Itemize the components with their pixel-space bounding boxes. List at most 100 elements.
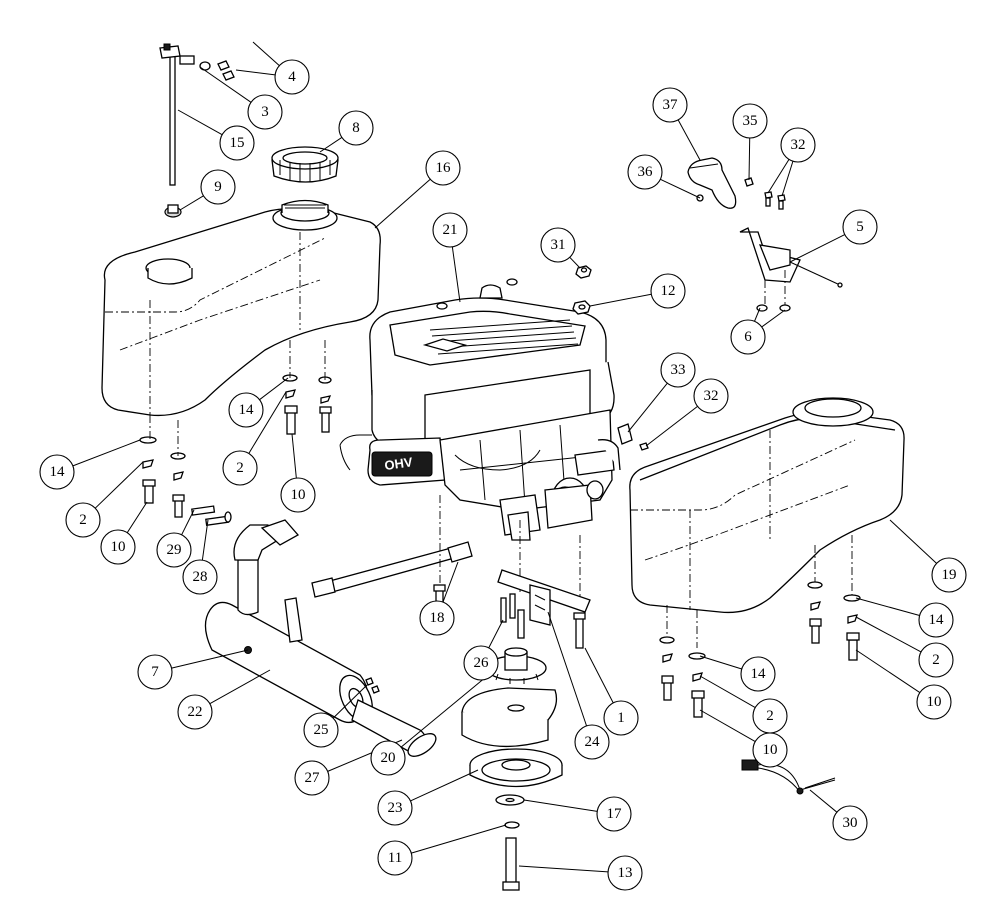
callout-label: 9 — [214, 179, 222, 195]
callout-27: 27 — [294, 760, 330, 796]
callout-circle — [370, 740, 406, 776]
callout-2: 2 — [65, 502, 101, 538]
callout-label: 10 — [927, 694, 942, 710]
callout-circle — [916, 684, 952, 720]
callout-leader-32 — [645, 405, 698, 447]
callout-leader-12 — [589, 293, 652, 307]
callout-9: 9 — [200, 169, 236, 205]
callout-circle — [39, 454, 75, 490]
callout-leader-5 — [789, 234, 846, 263]
callout-circle — [182, 559, 218, 595]
callout-circle — [607, 855, 643, 891]
callout-circle — [540, 227, 576, 263]
callout-10: 10 — [280, 477, 316, 513]
callout-leader-10 — [126, 501, 148, 533]
callout-leader-23 — [410, 769, 479, 802]
callout-leader-14 — [259, 377, 289, 401]
callout-circle — [596, 796, 632, 832]
callout-16: 16 — [425, 150, 461, 186]
callout-leader-32 — [767, 159, 790, 194]
engine-hardware — [572, 265, 592, 315]
callout-label: 2 — [932, 652, 940, 668]
callout-leader-33 — [627, 382, 668, 433]
fuel-cap — [271, 146, 339, 183]
callout-circle — [280, 477, 316, 513]
callout-leader-6 — [761, 309, 786, 328]
callout-label: 21 — [443, 222, 458, 238]
callout-leader-14 — [699, 655, 742, 670]
callout-label: 26 — [474, 655, 490, 671]
callout-14: 14 — [740, 656, 776, 692]
callout-30: 30 — [832, 805, 868, 841]
callout-circle — [693, 378, 729, 414]
callout-37: 37 — [652, 87, 688, 123]
callout-leader-10 — [855, 649, 921, 693]
callout-leader-8 — [319, 137, 343, 153]
callout-circle — [740, 656, 776, 692]
callout-leader-7 — [171, 649, 249, 669]
callout-leader-2 — [248, 391, 287, 454]
callout-label: 15 — [230, 135, 245, 151]
left-tank-hardware — [139, 340, 332, 518]
callout-22: 22 — [177, 694, 213, 730]
callout-label: 14 — [239, 402, 255, 418]
callout-circle — [137, 654, 173, 690]
callout-6: 6 — [730, 319, 766, 355]
callout-circle — [660, 352, 696, 388]
callout-32: 32 — [780, 127, 816, 163]
callout-label: 37 — [663, 97, 679, 113]
callout-28: 28 — [182, 559, 218, 595]
callout-33: 33 — [660, 352, 696, 388]
callout-leader-13 — [518, 865, 609, 873]
callout-21: 21 — [432, 212, 468, 248]
callout-circle — [274, 59, 310, 95]
callout-circle — [156, 532, 192, 568]
callout-circle — [338, 110, 374, 146]
callout-14: 14 — [918, 602, 954, 638]
callout-circle — [603, 700, 639, 736]
callout-5: 5 — [842, 209, 878, 245]
callout-circle — [222, 450, 258, 486]
callout-leader-9 — [179, 195, 204, 211]
callout-label: 18 — [430, 610, 445, 626]
callout-circle — [419, 600, 455, 636]
callout-leader-16 — [374, 178, 431, 229]
callout-label: 32 — [704, 388, 719, 404]
callout-label: 35 — [743, 113, 758, 129]
callout-circle — [730, 319, 766, 355]
right-fuel-tank — [629, 397, 905, 614]
callout-leader-18 — [442, 561, 459, 603]
callout-label: 29 — [167, 542, 182, 558]
callout-32: 32 — [693, 378, 729, 414]
engine: OHV — [339, 278, 621, 541]
callout-leader-28 — [201, 519, 209, 561]
callout-leader-2 — [94, 461, 144, 509]
callout-circle — [200, 169, 236, 205]
callout-15: 15 — [219, 125, 255, 161]
callout-label: 11 — [388, 850, 402, 866]
callout-4: 4 — [274, 59, 310, 95]
callout-label: 5 — [856, 219, 864, 235]
callout-label: 2 — [236, 460, 244, 476]
callout-circle — [918, 642, 954, 678]
callout-leader-31 — [569, 256, 581, 269]
callout-26: 26 — [463, 645, 499, 681]
callout-circle — [832, 805, 868, 841]
callout-circle — [303, 712, 339, 748]
callout-leader-25 — [332, 684, 368, 719]
callout-circle — [377, 790, 413, 826]
callout-18: 18 — [419, 600, 455, 636]
callout-circle — [780, 127, 816, 163]
callout-leader-24 — [547, 611, 588, 727]
callout-label: 16 — [436, 160, 452, 176]
callout-circle — [432, 212, 468, 248]
callout-circle — [650, 273, 686, 309]
callout-2: 2 — [918, 642, 954, 678]
callout-35: 35 — [732, 103, 768, 139]
callout-14: 14 — [39, 454, 75, 490]
callout-label: 7 — [151, 664, 159, 680]
callout-label: 10 — [291, 487, 306, 503]
oil-drain-hose — [311, 541, 473, 598]
callout-leader-19 — [889, 519, 937, 564]
callout-label: 10 — [111, 539, 126, 555]
